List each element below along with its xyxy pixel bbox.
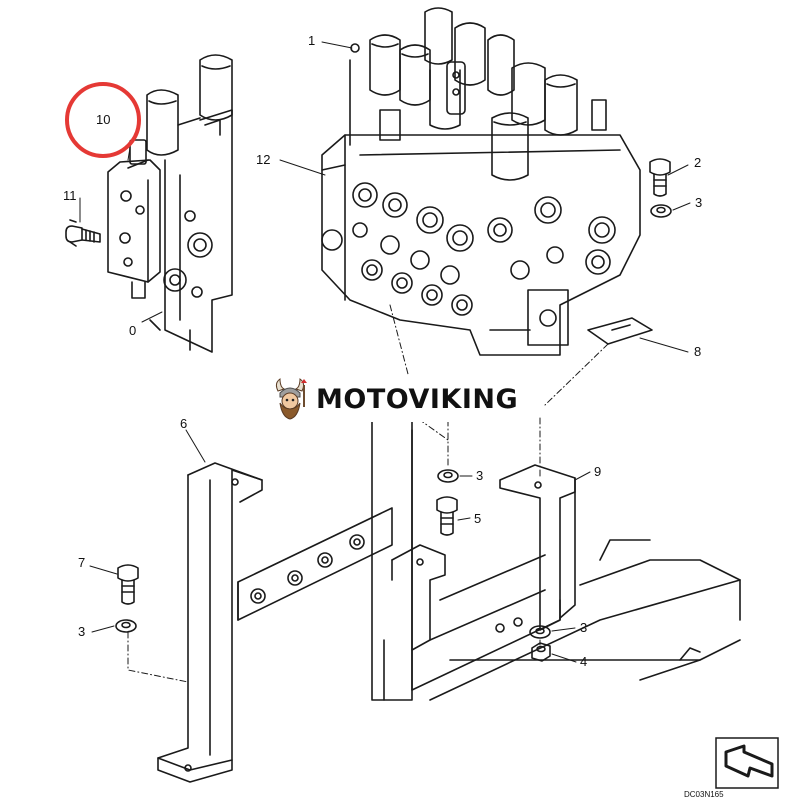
callout-0: 0	[129, 323, 136, 338]
callout-11: 11	[63, 188, 77, 203]
solenoid-block-part-10	[107, 139, 161, 299]
leader-lines	[79, 41, 691, 683]
callout-labels: 1 12 2 3 10 11 0 8 6 9 3 5 7 3 3 4	[63, 33, 702, 669]
bolt-part-11	[65, 219, 101, 247]
washer-3-left	[115, 619, 137, 633]
brand-watermark: MOTOVIKING	[262, 376, 536, 422]
main-control-valve	[321, 7, 641, 356]
auxiliary-valve-section	[146, 54, 233, 353]
callout-3-upper: 3	[695, 195, 702, 210]
callout-12: 12	[256, 152, 270, 167]
drawing-code: DC03N165	[684, 790, 724, 799]
callout-7: 7	[78, 555, 85, 570]
bracket-part-6	[157, 462, 393, 783]
washer-3-upper	[650, 204, 672, 218]
brand-name: MOTOVIKING	[316, 383, 519, 415]
callout-5: 5	[474, 511, 481, 526]
nut-part-4	[531, 642, 551, 662]
callout-3-middle: 3	[476, 468, 483, 483]
highlight-circle	[65, 82, 141, 158]
chassis-frame	[371, 419, 741, 701]
bolt-part-7	[117, 564, 139, 605]
view-direction-arrow-icon	[715, 737, 779, 789]
bracket-inner-plate	[391, 544, 446, 651]
callout-8: 8	[694, 344, 701, 359]
callout-3-lower: 3	[580, 620, 587, 635]
callout-10: 10	[96, 112, 110, 127]
bolt-part-2	[649, 158, 671, 197]
bolt-part-5	[436, 496, 458, 536]
callout-3-left: 3	[78, 624, 85, 639]
callout-2: 2	[694, 155, 701, 170]
callout-1: 1	[308, 33, 315, 48]
bracket-part-9	[429, 464, 576, 641]
callout-4: 4	[580, 654, 587, 669]
shim-part-8	[587, 317, 653, 345]
viking-mascot-icon	[275, 378, 307, 420]
washer-3-middle	[437, 469, 459, 483]
callout-9: 9	[594, 464, 601, 479]
washer-3-lower	[529, 625, 551, 639]
callout-6: 6	[180, 416, 187, 431]
